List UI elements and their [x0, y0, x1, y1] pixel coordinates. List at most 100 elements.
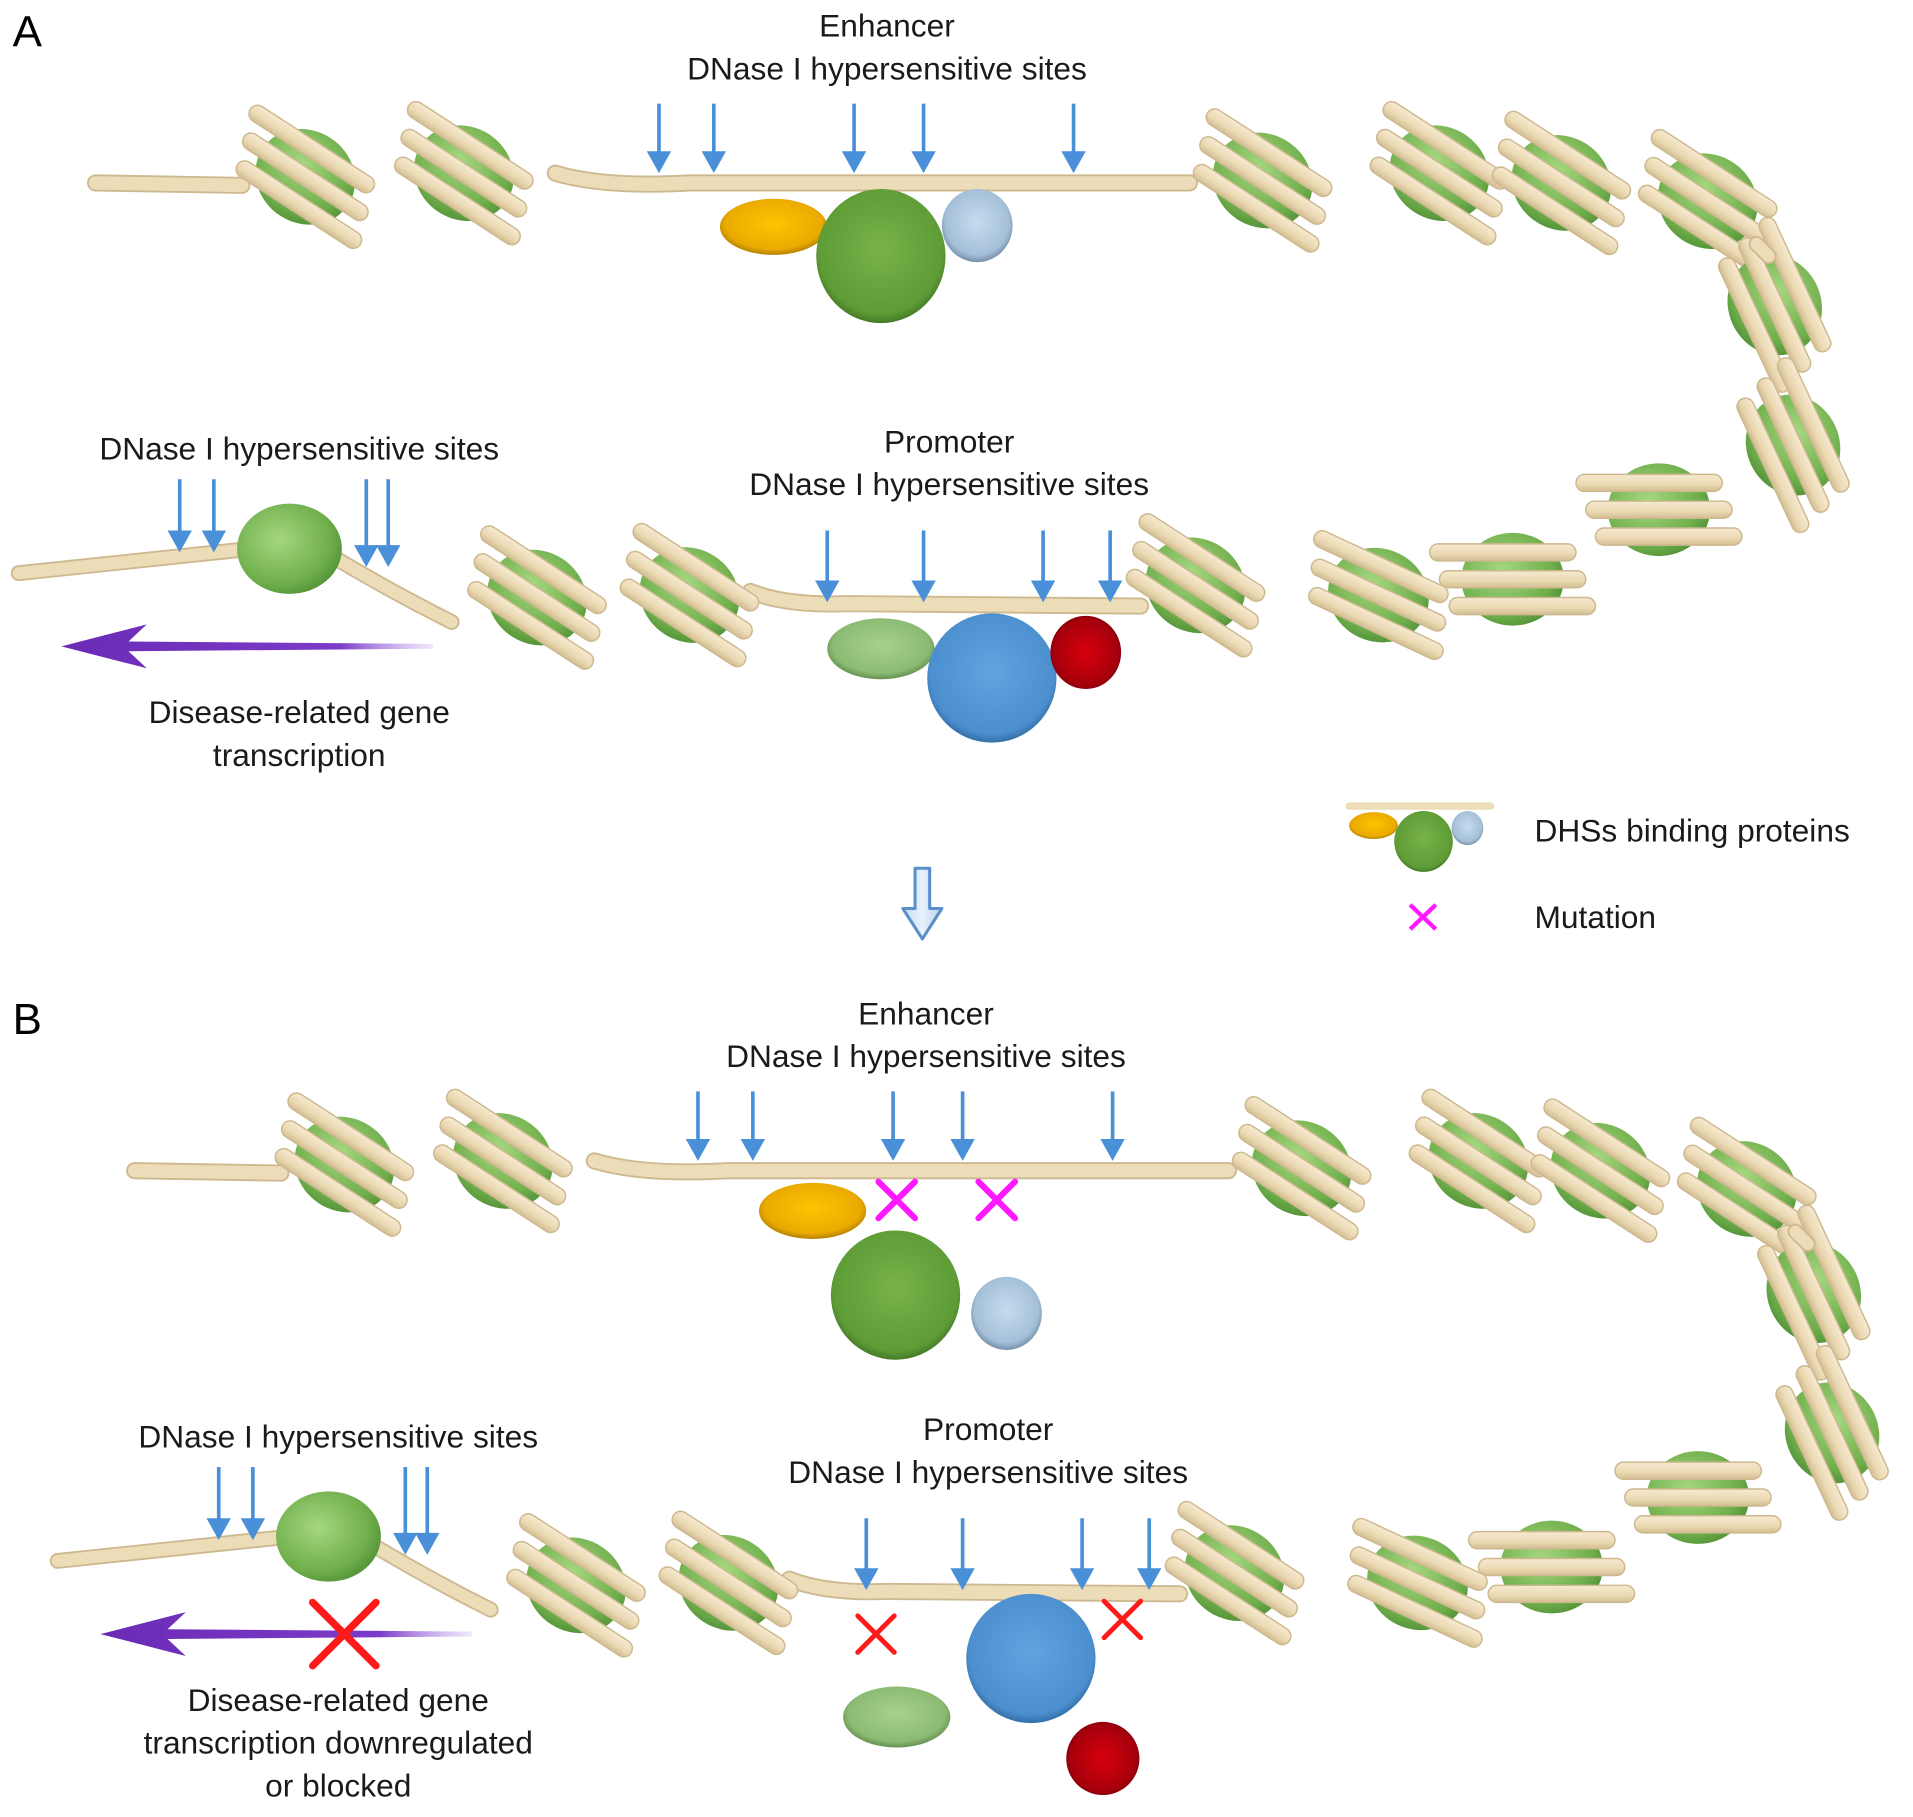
dna-wrap — [1369, 156, 1497, 246]
nucleosome — [506, 1513, 646, 1658]
nucleosome — [1736, 357, 1850, 534]
nucleosome — [1717, 216, 1832, 393]
nucleosome — [1125, 513, 1266, 658]
dhs-arrow-icon — [376, 479, 401, 568]
dna-wrap — [1171, 1528, 1299, 1618]
dna-wrap — [1177, 1500, 1305, 1590]
dna-strand-fill — [1789, 1225, 1814, 1250]
dna-wrap — [1438, 569, 1587, 589]
enhancer-label-line-1: Enhancer — [819, 8, 955, 44]
transcription-label-line-2: transcription — [213, 737, 386, 773]
protein-blue — [927, 613, 1057, 743]
protein-red — [1050, 615, 1122, 689]
enhancer-mutation-cross-icon — [875, 1178, 919, 1222]
nucleosome — [1192, 108, 1333, 253]
dna-wrap — [1775, 1385, 1849, 1521]
dna-wrap — [512, 1540, 640, 1630]
protein-lightblue — [971, 1276, 1042, 1350]
enhancer-label-line-2: DNase I hypersensitive sites — [726, 1038, 1126, 1074]
dna-wrap — [1164, 1556, 1292, 1646]
dna-wrap — [1132, 540, 1259, 630]
dhs-arrow-icon — [1136, 1518, 1162, 1591]
dna-wrap — [1585, 500, 1733, 520]
dna-wrap — [1756, 377, 1830, 513]
dna-wrap — [1504, 110, 1632, 200]
dna-strand-fill — [743, 584, 1148, 613]
nucleosome — [393, 100, 534, 246]
dna-wrap — [1244, 1095, 1372, 1185]
dna-wrap — [1530, 1154, 1658, 1243]
dhs-arrow-icon — [911, 530, 936, 603]
nucleosome — [1428, 532, 1597, 626]
dna-wrap — [1575, 473, 1724, 493]
dhs-arrow-icon — [911, 103, 936, 174]
dhs-arrow-icon — [701, 103, 727, 174]
panel-letter: B — [13, 995, 42, 1044]
dna-wrap — [671, 1510, 799, 1600]
dna-strand-fill — [127, 1163, 288, 1180]
nucleosome — [1676, 1116, 1817, 1262]
dna-wrap — [1231, 1151, 1359, 1241]
dhs-arrow-icon — [854, 1518, 879, 1591]
dna-wrap — [1777, 1224, 1851, 1361]
transcription-label-line-1: Disease-related gene — [188, 1682, 489, 1718]
promoter-block-cross-icon — [855, 1613, 897, 1655]
dna-wrap — [280, 1120, 408, 1210]
dna-strand-fill — [88, 176, 249, 193]
dhs-arrow-icon — [646, 103, 672, 174]
dna-wrap — [625, 550, 753, 640]
nucleosome — [1775, 1344, 1889, 1521]
dhs-arrow-icon — [354, 479, 379, 568]
nucleosome — [1575, 463, 1743, 557]
dhs-arrow-icon — [240, 1467, 266, 1541]
dna-wrap — [1633, 1515, 1782, 1534]
dna-wrap — [506, 1568, 634, 1658]
dna-wrap — [393, 156, 521, 246]
dna-wrap — [1375, 128, 1503, 218]
enhancer-binding-proteins — [719, 189, 1013, 324]
nucleosome — [1491, 110, 1632, 256]
dna-wrap — [1125, 568, 1253, 658]
nucleosome — [1408, 1088, 1549, 1234]
nucleosome — [467, 525, 607, 670]
protein-red — [1066, 1721, 1140, 1796]
legend: DHSs binding proteins Mutation — [1345, 802, 1850, 935]
protein-lightgreen — [843, 1686, 951, 1748]
protein-lightblue — [941, 189, 1013, 263]
dna-wrap — [479, 525, 607, 615]
legend-label-dhs-binding-proteins: DHSs binding proteins — [1535, 812, 1850, 848]
dna-wrap — [1614, 1461, 1763, 1480]
promoter-label-line-1: Promoter — [923, 1411, 1054, 1447]
dna-wrap — [1717, 257, 1792, 393]
dhs-binding-proteins-icon — [1345, 802, 1495, 872]
gene-dhs-label: DNase I hypersensitive sites — [138, 1419, 538, 1455]
dna-wrap — [1757, 1244, 1831, 1381]
dna-wrap — [1313, 530, 1449, 604]
protein-lightgreen — [827, 618, 935, 680]
dna-wrap — [1467, 1530, 1616, 1550]
transcription-label-line-3: or blocked — [265, 1767, 411, 1803]
nucleosome — [432, 1088, 573, 1234]
dhs-arrow-icon — [1030, 530, 1056, 603]
dna-wrap — [235, 160, 363, 250]
dna-wrap — [241, 132, 369, 222]
dna-wrap — [1414, 1116, 1542, 1206]
nucleosome — [1347, 1517, 1488, 1648]
promoter-detached-proteins — [843, 1593, 1140, 1796]
dna-wrap — [445, 1088, 573, 1178]
dna-wrap — [1408, 1144, 1536, 1234]
promoter-binding-proteins — [827, 613, 1122, 743]
enhancer-mutation-cross-icon — [975, 1178, 1019, 1222]
protein-green — [830, 1230, 961, 1360]
dna-wrap — [1797, 1204, 1871, 1341]
nucleosome — [1164, 1500, 1305, 1646]
dna-wrap — [1795, 1365, 1869, 1501]
dhs-arrow-icon — [880, 1091, 906, 1161]
dna-wrap — [400, 128, 528, 218]
dna-wrap — [1349, 1546, 1486, 1620]
transcription-arrow-icon — [100, 1612, 473, 1657]
dna-wrap — [274, 1147, 402, 1237]
dhs-arrow-icon — [815, 530, 840, 603]
dna-wrap — [1487, 1584, 1636, 1604]
